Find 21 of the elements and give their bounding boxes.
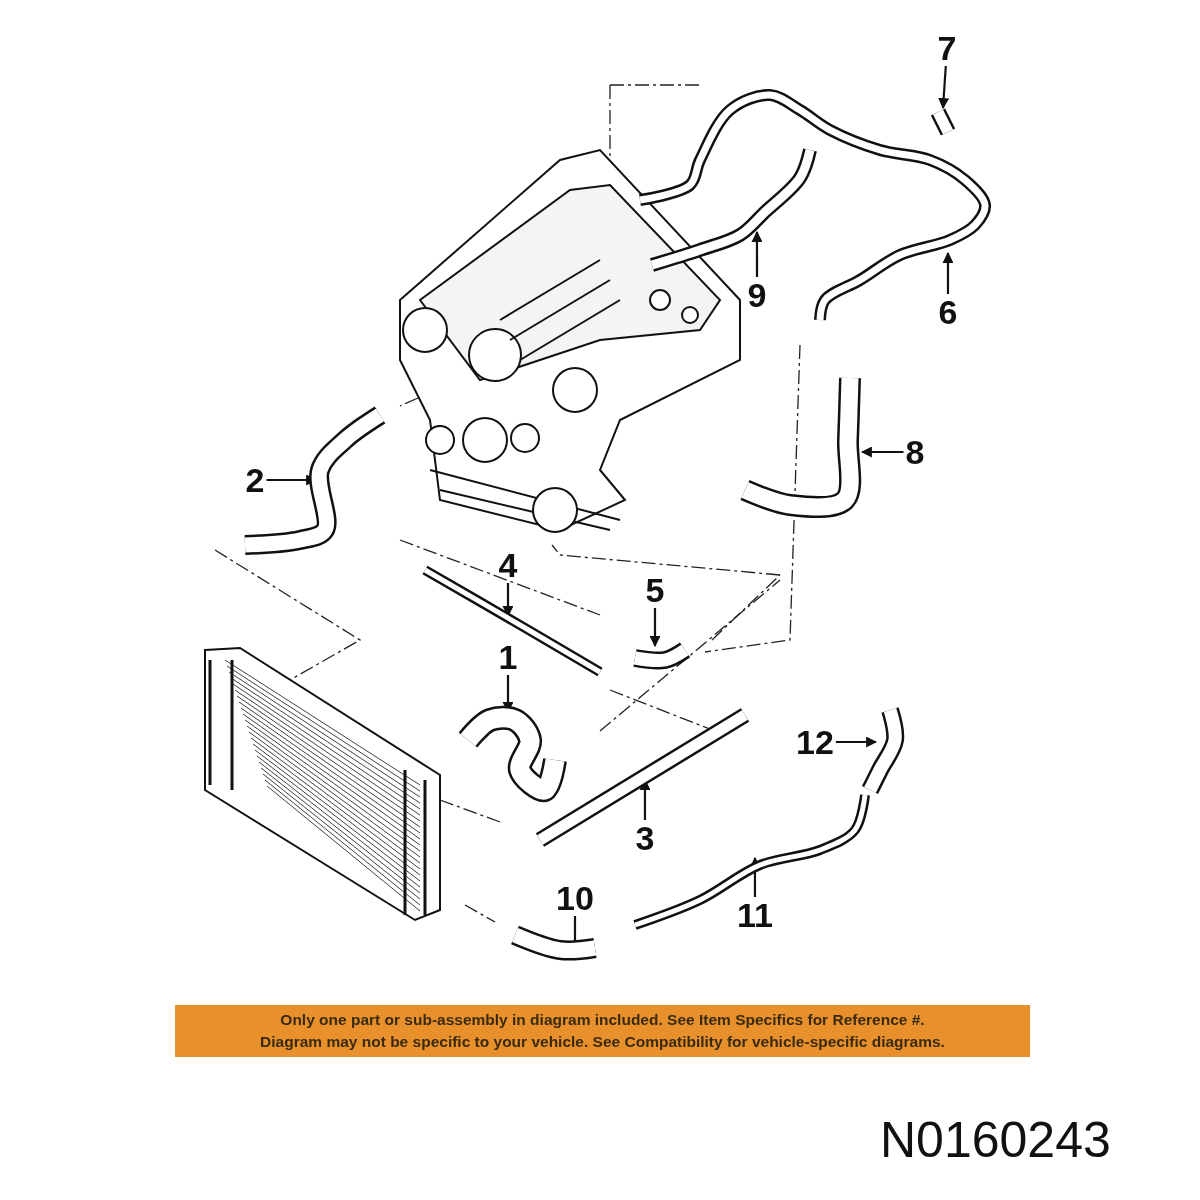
notice-text: Only one part or sub-assembly in diagram included. See Item Specifics for Reference #.: [279, 1010, 926, 1030]
notice-text: Diagram may not be specific to your vehicle. See Compatibility for vehicle-specific diagrams.: [259, 1032, 946, 1052]
callout-number: 1: [478, 637, 538, 677]
callout-number: 2: [225, 460, 285, 500]
part-number: N0160243: [880, 1112, 1111, 1168]
callout-number: 10: [545, 878, 605, 918]
callout-number: 7: [917, 28, 977, 68]
callout-number: 4: [478, 545, 538, 585]
callout-number: 9: [727, 275, 787, 315]
leader-arrow: [860, 446, 904, 458]
leader-arrow: [835, 736, 878, 748]
callout-number: 12: [785, 722, 845, 762]
leader-arrow: [649, 608, 661, 648]
callout-number: 8: [885, 432, 945, 472]
leader-arrow: [942, 251, 954, 294]
callout-number: 11: [725, 895, 785, 935]
callout-number: 3: [615, 818, 675, 858]
leader-arrow: [751, 230, 763, 277]
leader-arrow: [938, 65, 950, 110]
callout-number: 6: [918, 292, 978, 332]
callout-number: 5: [625, 570, 685, 610]
